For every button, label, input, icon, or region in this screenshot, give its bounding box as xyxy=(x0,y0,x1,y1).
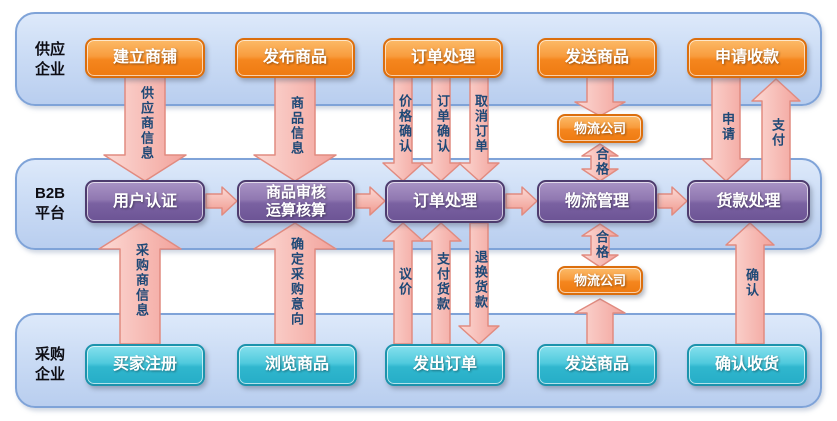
label-supplier-info: 供应商信息 xyxy=(139,86,154,161)
arrow-review-to-order xyxy=(355,186,386,216)
label-negotiate: 议价 xyxy=(397,267,412,297)
arrow-pay-goods-up xyxy=(420,222,462,345)
arrow-logistics-to-payment xyxy=(657,186,688,216)
arrow-order-confirm-down xyxy=(420,76,462,182)
label-cancel-order: 取消订单 xyxy=(473,94,488,154)
label-apply: 申请 xyxy=(720,112,735,142)
arrow-confirm-up xyxy=(725,222,775,345)
box-browse-products: 浏览商品 xyxy=(237,344,357,386)
label-pay: 支付 xyxy=(770,118,785,148)
label-pay-for-goods: 支付货款 xyxy=(435,252,450,312)
arrow-product-info-down xyxy=(253,76,337,182)
label-return-refund: 退换货款 xyxy=(473,250,488,310)
arrow-return-refund-down xyxy=(458,222,500,345)
label-price-confirm: 价格确认 xyxy=(397,94,412,154)
label-qualified-bottom: 合格 xyxy=(594,230,609,260)
box-place-order: 发出订单 xyxy=(385,344,505,386)
box-order-process-platform: 订单处理 xyxy=(385,180,505,223)
arrow-auth-to-review xyxy=(205,186,238,216)
arrow-pay-up xyxy=(751,78,801,182)
box-publish-product: 发布商品 xyxy=(235,38,355,78)
box-ship-product-supplier: 发送商品 xyxy=(537,38,657,78)
lane-label-supplier: 供应 企业 xyxy=(35,41,66,78)
box-buyer-register: 买家注册 xyxy=(85,344,205,386)
arrow-negotiate-up xyxy=(382,222,424,345)
box-payment-process: 货款处理 xyxy=(687,180,810,223)
arrow-cancel-order-down xyxy=(458,76,500,182)
box-logistics-company-bottom: 物流公司 xyxy=(557,266,643,295)
box-logistics-mgmt: 物流管理 xyxy=(537,180,657,223)
box-logistics-company-top: 物流公司 xyxy=(557,114,643,143)
box-order-process-supplier: 订单处理 xyxy=(383,38,503,78)
label-product-info: 商品信息 xyxy=(289,96,304,156)
arrow-ship-to-logistics-top xyxy=(574,76,626,117)
label-buyer-info: 采购商信息 xyxy=(134,243,149,318)
arrow-purchase-intent-up xyxy=(253,222,337,345)
label-confirm: 确认 xyxy=(744,268,759,298)
arrow-ship-to-logistics-bottom xyxy=(574,298,626,345)
arrow-order-to-logistics xyxy=(505,186,538,216)
arrow-apply-down xyxy=(701,76,751,182)
lane-label-buyer: 采购 企业 xyxy=(35,346,66,383)
box-confirm-receipt: 确认收货 xyxy=(687,344,807,386)
box-product-review: 商品审核 运算核算 xyxy=(237,180,355,223)
box-user-auth: 用户认证 xyxy=(85,180,205,223)
arrow-supplier-info-down xyxy=(103,76,187,182)
box-create-shop: 建立商铺 xyxy=(85,38,205,78)
box-ship-product-buyer: 发送商品 xyxy=(537,344,657,386)
lane-label-b2b-platform: B2B 平台 xyxy=(35,185,66,222)
label-order-confirm: 订单确认 xyxy=(435,94,450,154)
arrow-price-confirm-down xyxy=(382,76,424,182)
label-qualified-top: 合格 xyxy=(594,147,609,177)
label-purchase-intent: 确定采购意向 xyxy=(289,237,304,327)
box-request-payment: 申请收款 xyxy=(687,38,807,78)
arrow-buyer-info-up xyxy=(98,222,182,345)
